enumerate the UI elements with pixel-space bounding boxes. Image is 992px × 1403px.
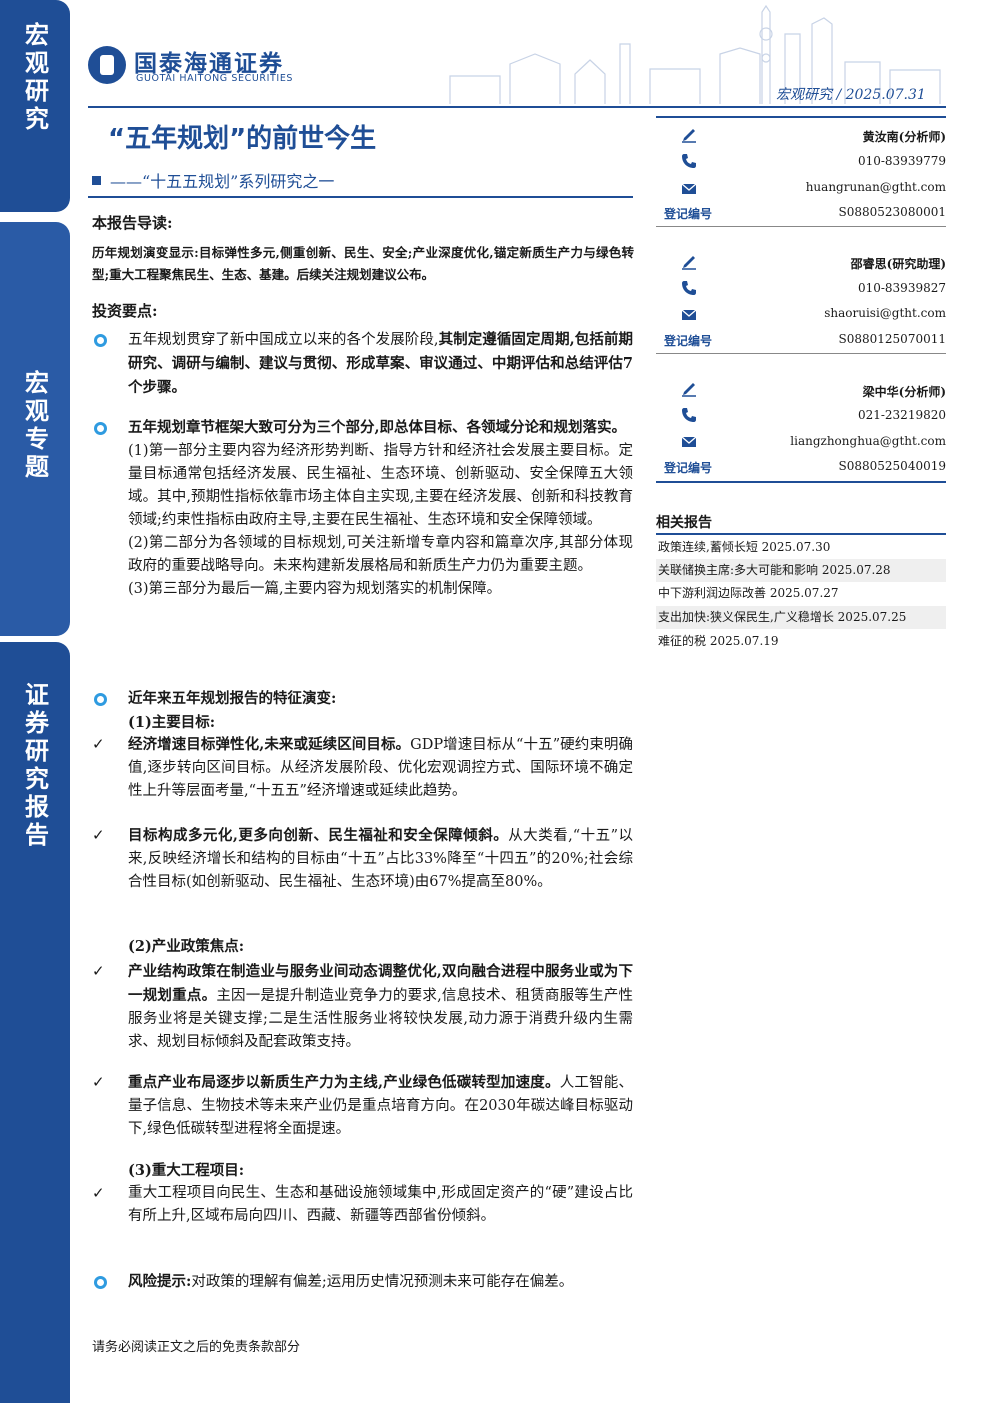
phone-icon	[682, 281, 696, 295]
pen-icon	[682, 129, 696, 143]
logo-icon	[88, 46, 126, 84]
bullet3-heading-block: 近年来五年规划报告的特征演变: (1)主要目标:	[128, 687, 633, 735]
check-item-4: 重点产业布局逐步以新质生产力为主线,产业绿色低碳转型加速度。人工智能、量子信息、…	[128, 1071, 633, 1141]
analyst-name: 梁中华(分析师)	[862, 385, 946, 399]
check3-bold: 产业结构政策在制造业与服务业间动态调整优化,双向融合进程中服务业或为下一规划重点…	[128, 963, 633, 1004]
check2-text: 从大类看,“十五”以来,反映经济增长和结构的目标由“十五”占比33%降至“十四五…	[128, 828, 634, 890]
bullet2-part1: (1)第一部分主要内容为经济形势判断、指导方针和经济社会发展主要目标。定量目标通…	[128, 443, 633, 528]
analyst-divider	[656, 481, 946, 483]
analyst-email: huangrunan@gtht.com	[805, 180, 946, 194]
check-icon: ✓	[92, 1184, 105, 1202]
report-subtitle: ——“十五五规划”系列研究之一	[110, 172, 335, 191]
related-report-link[interactable]: 中下游利润边际改善 2025.07.27	[658, 586, 839, 600]
analyst-divider	[656, 226, 946, 227]
check-icon: ✓	[92, 1073, 105, 1091]
report-title: “五年规划”的前世今生	[108, 124, 377, 154]
risk-text: 对政策的理解有偏差;运用历史情况预测未来可能存在偏差。	[191, 1274, 574, 1290]
bullet-paragraph-1: 五年规划贯穿了新中国成立以来的各个发展阶段,其制定遵循固定周期,包括前期研究、调…	[128, 328, 633, 400]
related-report-link[interactable]: 支出加快:狭义保民生,广义稳增长 2025.07.25	[656, 606, 946, 629]
check-item-5: 重大工程项目向民生、生态和基础设施领域集中,形成固定资产的“硬”建设占比有所上升…	[128, 1182, 633, 1228]
analyst-email: shaoruisi@gtht.com	[824, 306, 946, 320]
analyst-phone: 010-83939827	[857, 281, 946, 295]
subtitle-square-icon	[92, 176, 101, 185]
bullet1-bold: 其制定遵循固定周期,包括前期研究、调研与编制、建议与贯彻、形成草案、审议通过、中…	[128, 331, 633, 396]
bullet2-part3: (3)第三部分为最后一篇,主要内容为规划落实的机制保障。	[128, 581, 502, 597]
sidebar-tab-securities-report: 证券研究报告	[0, 642, 70, 1403]
bullet-circle-icon	[94, 334, 107, 347]
registration-label: 登记编号	[664, 461, 713, 475]
risk-label: 风险提示:	[128, 1273, 192, 1290]
analyst-name: 黄汝南(分析师)	[862, 130, 946, 144]
risk-warning: 风险提示:对政策的理解有偏差;运用历史情况预测未来可能存在偏差。	[128, 1270, 633, 1294]
bullet3-heading: 近年来五年规划报告的特征演变:	[128, 690, 337, 707]
analyst-phone: 021-23219820	[857, 408, 946, 422]
bullet1-lead: 五年规划贯穿了新中国成立以来的各个发展阶段,	[128, 332, 439, 348]
analyst-phone: 010-83939779	[857, 154, 946, 168]
section3-heading-block: (3)重大工程项目:	[128, 1159, 633, 1183]
bullet2-heading: 五年规划章节框架大致可分为三个部分,即总体目标、各领域分论和规划落实。	[128, 419, 627, 436]
related-report-link[interactable]: 政策连续,蓄倾长短 2025.07.30	[658, 540, 831, 554]
pen-icon	[682, 383, 696, 397]
section2-heading-block: (2)产业政策焦点:	[128, 935, 633, 959]
analyst-email: liangzhonghua@gtht.com	[790, 434, 946, 448]
disclaimer-note: 请务必阅读正文之后的免责条款部分	[92, 1340, 301, 1355]
bullet-circle-icon	[94, 1276, 107, 1289]
sidebar-tab-macro-topic: 宏观专题	[0, 222, 70, 636]
related-report-link[interactable]: 关联储换主席:多大可能和影响 2025.07.28	[656, 559, 946, 582]
sidebar-tab-macro-research: 宏观研究	[0, 0, 70, 212]
check2-bold: 目标构成多元化,更多向创新、民生福祉和安全保障倾斜。	[128, 827, 509, 844]
email-icon	[681, 436, 697, 447]
registration-label: 登记编号	[664, 207, 713, 221]
check-item-2: 目标构成多元化,更多向创新、民生福祉和安全保障倾斜。从大类看,“十五”以来,反映…	[128, 824, 633, 894]
guide-heading: 本报告导读:	[92, 214, 173, 232]
related-report-link[interactable]: 难征的税 2025.07.19	[658, 634, 779, 648]
bullet-circle-icon	[94, 422, 107, 435]
analyst-divider	[656, 353, 946, 354]
left-sidebar: 宏观研究 宏观专题 证券研究报告	[0, 0, 72, 1403]
check-icon: ✓	[92, 962, 105, 980]
analyst-name: 邵睿思(研究助理)	[850, 257, 946, 271]
check-item-3: 产业结构政策在制造业与服务业间动态调整优化,双向融合进程中服务业或为下一规划重点…	[128, 960, 633, 1054]
sidebar-tab-label: 宏观专题	[20, 370, 49, 482]
bullet2-part2: (2)第二部分为各领域的目标规划,可关注新增专章内容和篇章次序,其部分体现政府的…	[128, 535, 633, 574]
logo-english-name: GUOTAI HAITONG SECURITIES	[136, 73, 294, 84]
check4-text: 人工智能、量子信息、生物技术等未来产业仍是重点培育方向。在2030年碳达峰目标驱…	[128, 1075, 634, 1137]
pen-icon	[682, 256, 696, 270]
check3-text: 主因一是提升制造业竞争力的要求,信息技术、租赁商服等生产性服务业将是关键支撑;二…	[128, 988, 634, 1050]
sidebar-tab-label: 证券研究报告	[20, 682, 49, 850]
bullet-circle-icon	[94, 693, 107, 706]
analyst-divider	[656, 116, 946, 118]
email-icon	[681, 183, 697, 194]
check1-text: GDP增速目标从“十五”硬约束明确值,逐步转向区间目标。从经济发展阶段、优化宏观…	[128, 737, 633, 799]
registration-label: 登记编号	[664, 334, 713, 348]
check-icon: ✓	[92, 735, 105, 753]
logo-chinese-name: 国泰海通证券	[134, 51, 284, 77]
check-icon: ✓	[92, 826, 105, 844]
header-category-date: 宏观研究 / 2025.07.31	[776, 87, 926, 103]
phone-icon	[682, 154, 696, 168]
investment-points-heading: 投资要点:	[92, 302, 158, 320]
check4-bold: 重点产业布局逐步以新质生产力为主线,产业绿色低碳转型加速度。	[128, 1074, 560, 1091]
section1-heading: (1)主要目标:	[128, 714, 216, 731]
section3-heading: (3)重大工程项目:	[128, 1162, 245, 1179]
related-divider	[656, 533, 946, 535]
registration-number: S0880525040019	[838, 459, 946, 473]
sidebar-tab-label: 宏观研究	[20, 22, 49, 134]
check5-text: 重大工程项目向民生、生态和基础设施领域集中,形成固定资产的“硬”建设占比有所上升…	[128, 1185, 633, 1224]
phone-icon	[682, 408, 696, 422]
check-item-1: 经济增速目标弹性化,未来或延续区间目标。GDP增速目标从“十五”硬约束明确值,逐…	[128, 733, 633, 803]
related-reports-heading: 相关报告	[656, 515, 712, 531]
title-divider	[88, 196, 633, 198]
email-icon	[681, 309, 697, 320]
header-divider	[88, 106, 946, 108]
section2-heading: (2)产业政策焦点:	[128, 938, 245, 955]
registration-number: S0880523080001	[838, 205, 946, 219]
check1-bold: 经济增速目标弹性化,未来或延续区间目标。	[128, 736, 411, 753]
skyline-decoration	[449, 4, 941, 104]
guide-text: 历年规划演变显示:目标弹性多元,侧重创新、民生、安全;产业深度优化,锚定新质生产…	[92, 245, 634, 282]
bullet-paragraph-2: 五年规划章节框架大致可分为三个部分,即总体目标、各领域分论和规划落实。 (1)第…	[128, 416, 633, 601]
registration-number: S0880125070011	[838, 332, 946, 346]
